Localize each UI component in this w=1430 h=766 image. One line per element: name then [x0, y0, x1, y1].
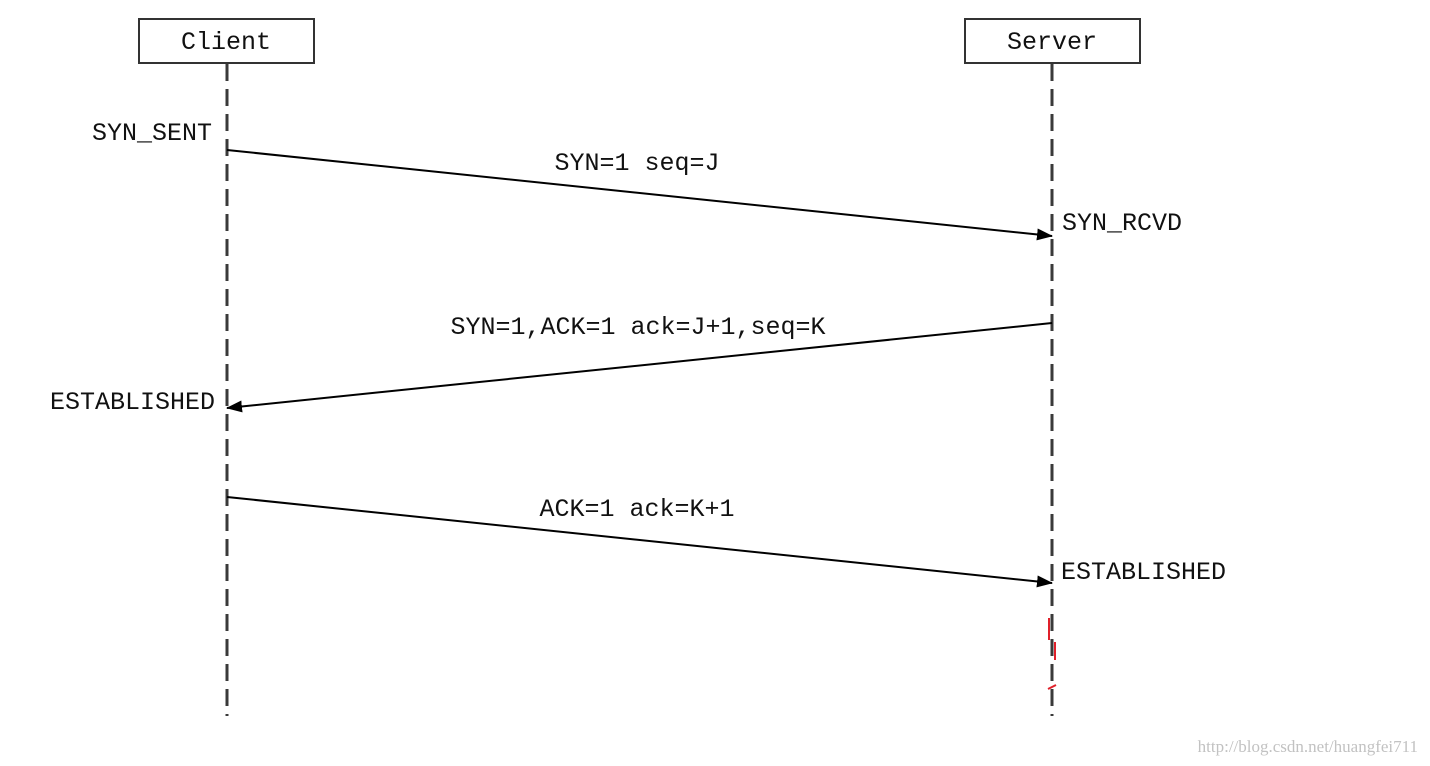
client-participant: Client: [138, 18, 315, 64]
red-marks: [1047, 618, 1057, 690]
message-ack-label: ACK=1 ack=K+1: [539, 495, 734, 524]
message-syn: SYN=1 seq=J: [226, 149, 1053, 241]
message-syn-ack-label: SYN=1,ACK=1 ack=J+1,seq=K: [450, 313, 825, 342]
client-state-syn-sent: SYN_SENT: [92, 119, 212, 148]
red-mark: [1047, 684, 1057, 690]
client-state-established: ESTABLISHED: [50, 388, 215, 417]
watermark-url: http://blog.csdn.net/huangfei711: [1198, 737, 1418, 756]
message-syn-ack: SYN=1,ACK=1 ack=J+1,seq=K: [226, 313, 1053, 413]
server-participant: Server: [964, 18, 1141, 64]
message-syn-label: SYN=1 seq=J: [554, 149, 719, 178]
server-state-established: ESTABLISHED: [1061, 558, 1226, 587]
client-label: Client: [181, 28, 271, 57]
client-box: [138, 18, 315, 64]
server-box: [964, 18, 1141, 64]
message-syn-arrow: [226, 149, 1053, 241]
message-syn-ack-arrow: [226, 322, 1053, 413]
server-state-syn-rcvd: SYN_RCVD: [1062, 209, 1182, 238]
server-label: Server: [1007, 28, 1097, 57]
message-ack-arrow: [226, 496, 1053, 588]
message-ack: ACK=1 ack=K+1: [226, 495, 1053, 588]
